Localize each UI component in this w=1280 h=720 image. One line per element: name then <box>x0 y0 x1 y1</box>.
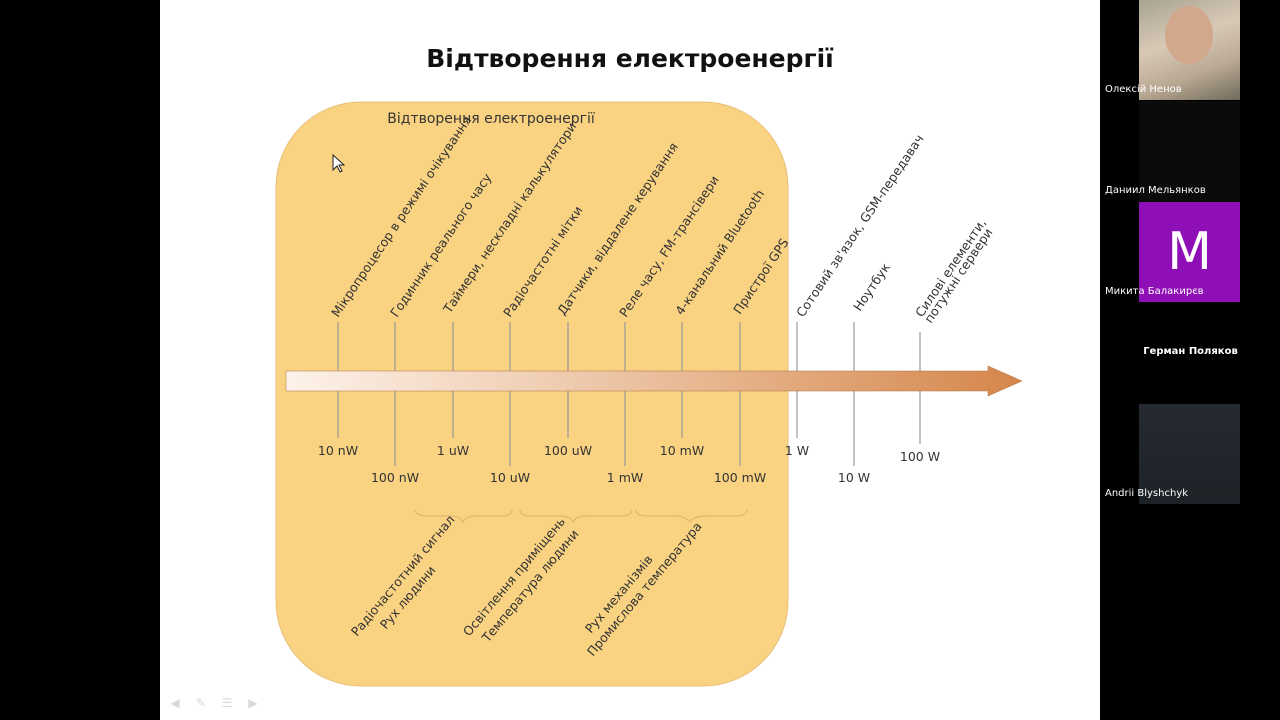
brace <box>635 509 748 523</box>
power-level-label: 10 mW <box>660 443 704 458</box>
box-title: Відтворення електроенергії <box>387 111 595 127</box>
participant-tile[interactable]: Andrii Blyshchyk <box>1100 404 1240 504</box>
video-feed <box>1139 0 1240 100</box>
power-level-label: 100 mW <box>714 470 766 485</box>
application-label: потужні сервери <box>921 225 996 325</box>
power-level-label: 100 uW <box>544 443 592 458</box>
harvesting-region <box>275 101 789 687</box>
participant-name: Олексій Ненов <box>1105 84 1182 95</box>
participant-name: Даниил Мельянков <box>1105 185 1206 196</box>
video-feed <box>1139 404 1240 504</box>
power-level-label: 1 W <box>785 443 809 458</box>
participant-tile[interactable]: Даниил Мельянков <box>1100 101 1240 201</box>
participant-tile[interactable]: M Микита Балакирєв <box>1100 202 1240 302</box>
power-level-label: 10 nW <box>318 443 358 458</box>
participant-name: Andrii Blyshchyk <box>1105 488 1189 499</box>
application-label: Ноутбук <box>850 260 893 314</box>
participant-tile[interactable]: Герман Поляков <box>1100 303 1240 403</box>
mouse-cursor-icon <box>332 153 346 173</box>
power-diagram: Відтворення електроенергії Мікропроцесор… <box>275 101 1023 687</box>
pen-icon[interactable]: ✎ <box>195 696 207 710</box>
application-label: Силові елементи, <box>912 216 989 320</box>
video-feed <box>1139 101 1240 201</box>
presentation-slide: Відтворення електроенергії Відтворення е… <box>160 0 1100 720</box>
participant-name: Герман Поляков <box>1143 346 1238 357</box>
participant-avatar: M <box>1139 202 1240 302</box>
menu-icon[interactable]: ☰ <box>221 696 233 710</box>
power-level-label: 1 uW <box>437 443 469 458</box>
power-arrow <box>285 365 1023 397</box>
participant-avatar <box>1165 6 1213 64</box>
brace <box>414 509 513 524</box>
source-braces <box>414 509 748 524</box>
power-level-label: 100 nW <box>371 470 419 485</box>
power-level-label: 1 mW <box>607 470 643 485</box>
participants-panel: Олексій Ненов Даниил Мельянков M Микита … <box>1100 0 1280 720</box>
brace <box>519 509 633 524</box>
power-level-label: 10 W <box>838 470 870 485</box>
prev-slide-icon[interactable]: ◀ <box>170 696 180 710</box>
participant-tile[interactable]: Олексій Ненов <box>1100 0 1240 100</box>
slide-title: Відтворення електроенергії <box>426 44 834 73</box>
power-level-label: 100 W <box>900 449 940 464</box>
power-level-label: 10 uW <box>490 470 530 485</box>
next-slide-icon[interactable]: ▶ <box>248 696 258 710</box>
participant-name: Микита Балакирєв <box>1105 286 1204 297</box>
